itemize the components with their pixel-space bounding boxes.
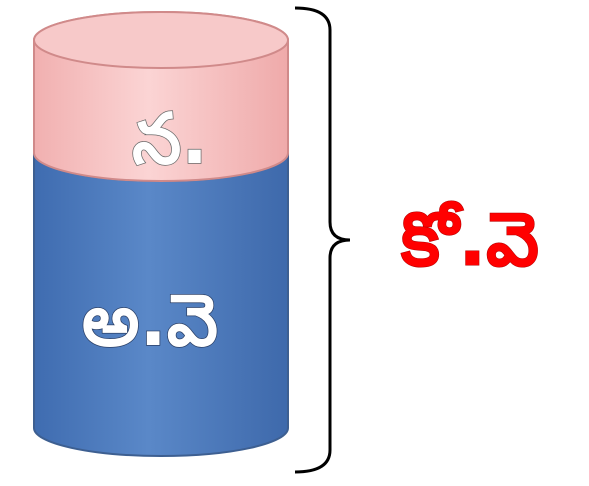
top-section-label: న. [132, 98, 208, 180]
curly-brace [294, 6, 351, 474]
total-label: కో.వె [400, 197, 539, 283]
cylinder-top-cap [33, 11, 289, 69]
bottom-section-label: అ.వె [82, 278, 218, 362]
